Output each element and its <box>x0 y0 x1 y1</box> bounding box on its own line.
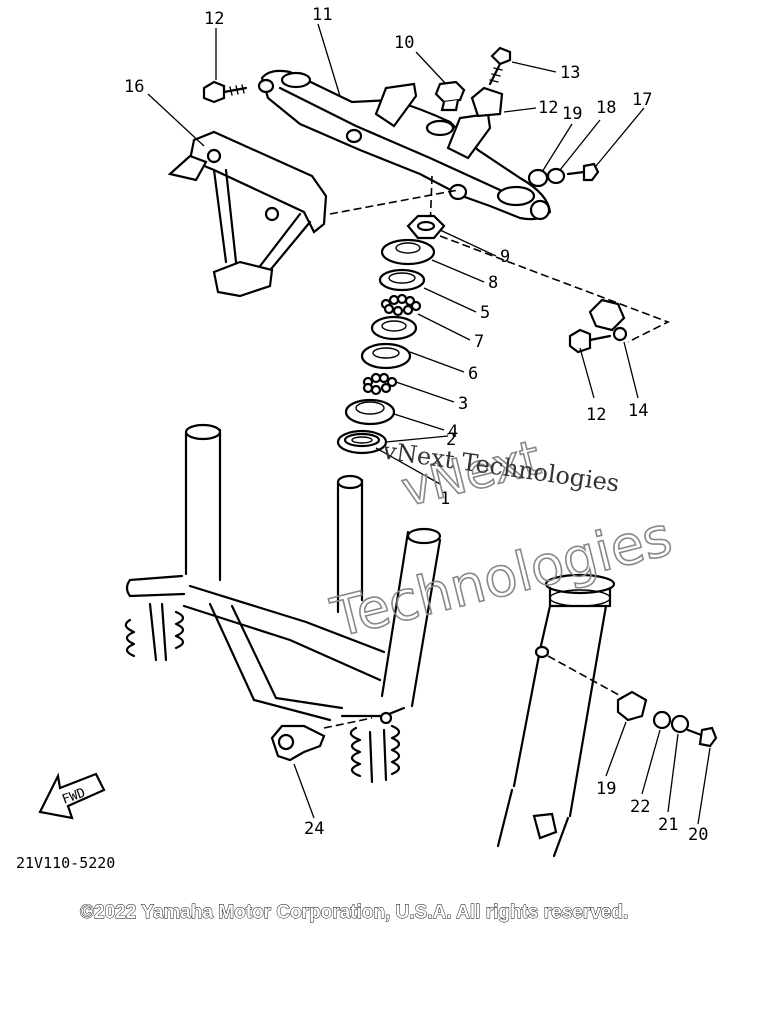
part-label-17: 17 <box>632 90 652 110</box>
part-label-18: 18 <box>596 98 616 118</box>
part-labels: 12 11 10 13 12 16 17 18 19 9 8 5 7 6 3 4… <box>124 5 708 845</box>
copyright-footer: ©2022 Yamaha Motor Corporation, U.S.A. A… <box>80 902 628 923</box>
fwd-arrow: FWD <box>38 772 106 820</box>
part-label-23: 22 <box>630 797 650 817</box>
part-label-21: 20 <box>688 825 708 845</box>
clamp-24-drawing <box>270 717 373 762</box>
frame-drawing <box>124 423 442 784</box>
part-label-15: 14 <box>628 401 648 421</box>
lower-bracket-drawing <box>167 130 459 298</box>
part-label-14: 13 <box>560 63 580 83</box>
part-label-5: 5 <box>480 303 490 323</box>
watermark: vNext Technologies vNext Technologies <box>324 429 678 651</box>
part-label-22: 21 <box>658 815 678 835</box>
part-label-9: 9 <box>500 247 510 267</box>
part-label-12-right: 12 <box>586 405 606 425</box>
part-label-4: 4 <box>448 422 458 442</box>
part-label-2: 2 <box>446 430 456 450</box>
part-label-7: 7 <box>474 332 484 352</box>
leader-lines <box>147 23 711 825</box>
part-label-6: 6 <box>468 364 478 384</box>
bearing-stack-drawing <box>336 175 446 455</box>
part-label-3: 3 <box>458 394 468 414</box>
fork-hardware-drawing <box>616 690 718 748</box>
part-label-20: 19 <box>596 779 616 799</box>
watermark-line2: Technologies <box>325 504 678 649</box>
part-label-8: 8 <box>488 273 498 293</box>
part-label-13: 12 <box>538 98 558 118</box>
part-label-19: 19 <box>562 104 582 124</box>
part-label-11: 11 <box>312 5 332 25</box>
part-label-10: 10 <box>394 33 414 53</box>
hardware-drawing <box>202 46 670 354</box>
diagram-code: 21V110-5220 <box>16 854 115 872</box>
part-label-1: 1 <box>440 489 450 509</box>
fork-leg-drawing <box>496 573 629 858</box>
part-label-16: 16 <box>124 77 144 97</box>
part-label-24: 24 <box>304 819 324 839</box>
part-label-12-top: 12 <box>204 9 224 29</box>
upper-bracket-drawing <box>257 69 552 221</box>
